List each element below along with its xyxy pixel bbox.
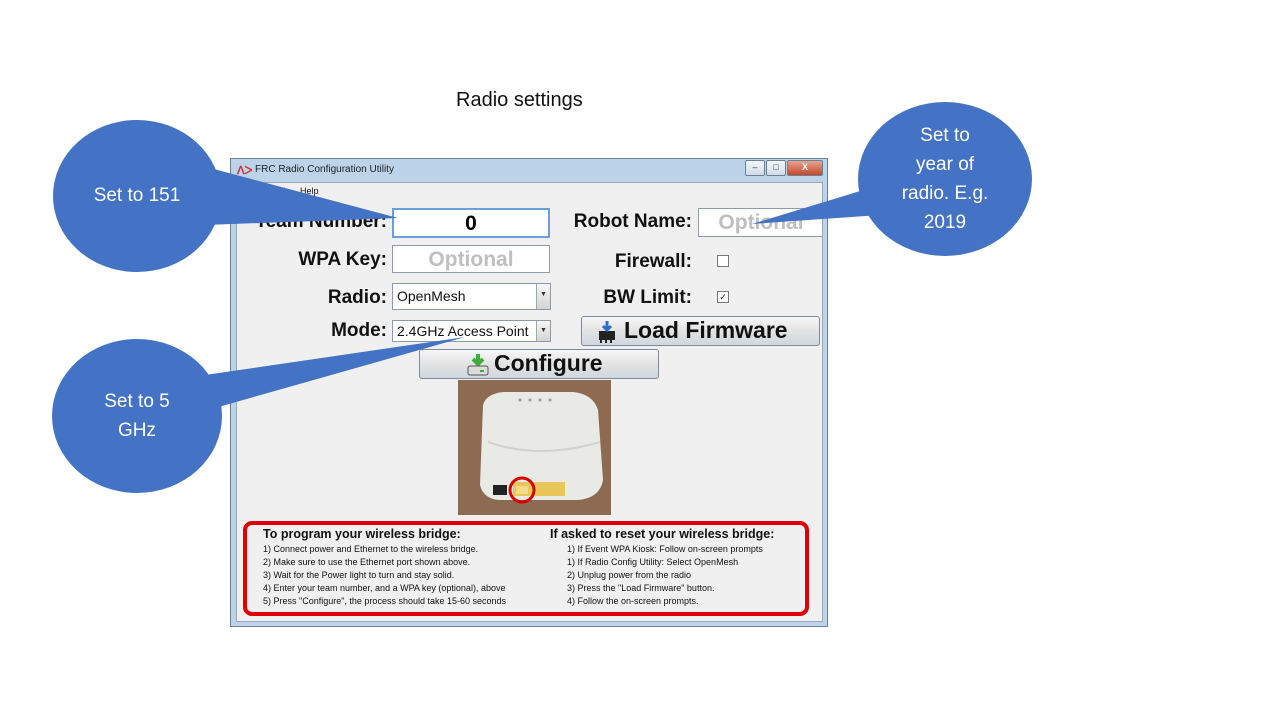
program-heading: To program your wireless bridge: [263,527,461,541]
app-window: ᐱᐳ FRC Radio Configuration Utility – □ X… [230,158,828,627]
mode-label: Mode: [331,320,387,341]
program-step: 1) Connect power and Ethernet to the wir… [263,544,479,554]
team-number-label: Team Number: [255,211,387,232]
mode-select[interactable]: 2.4GHz Access Point ▼ [392,320,551,342]
program-step: 2) Make sure to use the Ethernet port sh… [263,557,471,567]
reset-heading: If asked to reset your wireless bridge: [550,527,775,541]
frc-logo-icon: ᐱᐳ [237,165,253,177]
download-drive-icon [467,354,489,376]
bw-limit-label: BW Limit: [603,287,692,308]
load-firmware-label: Load Firmware [624,317,788,343]
robot-callout-line-1: Set to [920,125,970,146]
robot-name-label: Robot Name: [573,211,692,232]
program-step: 5) Press "Configure", the process should… [263,596,507,606]
reset-step: 2) Unplug power from the radio [567,570,692,580]
firmware-chip-icon [599,321,615,343]
robot-callout-line-2: year of [915,154,975,175]
team-number-input[interactable]: 0 [392,208,550,238]
configure-label: Configure [494,350,603,376]
reset-step: 4) Follow the on-screen prompts. [567,596,699,606]
radio-select[interactable]: OpenMesh ▼ [392,283,551,310]
mode-callout-line-1: Set to 5 [104,391,170,412]
dropdown-arrow-icon: ▼ [536,284,550,309]
firewall-checkbox[interactable] [717,255,729,267]
wpa-key-input[interactable]: Optional [392,245,550,273]
dropdown-arrow-icon: ▼ [536,321,550,341]
menu-bar: File Tools Help [237,183,822,199]
window-controls: – □ X [745,160,823,176]
menu-file[interactable]: File [245,186,260,196]
reset-step: 1) If Event WPA Kiosk: Follow on-screen … [567,544,763,554]
load-firmware-button[interactable]: Load Firmware [581,316,820,346]
configure-button[interactable]: Configure [419,349,659,379]
title-bar[interactable]: ᐱᐳ FRC Radio Configuration Utility – □ X [231,159,827,181]
program-step: 4) Enter your team number, and a WPA key… [263,583,506,593]
openmesh-radio-image [458,380,611,515]
close-button[interactable]: X [787,160,823,176]
window-title: FRC Radio Configuration Utility [255,164,394,175]
robot-callout-line-4: 2019 [923,212,967,233]
team-callout-text: Set to 151 [93,185,181,206]
radio-select-value: OpenMesh [397,288,466,304]
minimize-button[interactable]: – [745,160,765,176]
robot-callout-line-3: radio. E.g. [901,183,989,204]
menu-tools[interactable]: Tools [269,186,291,196]
program-step: 3) Wait for the Power light to turn and … [263,570,455,580]
radio-label: Radio: [327,287,387,308]
bw-limit-checkbox[interactable]: ✓ [717,291,729,303]
mode-callout-line-2: GHz [118,420,156,441]
slide-title: Radio settings [456,89,583,111]
window-client-area: File Tools Help Team Number: 0 Robot Nam… [236,182,823,622]
reset-step: 1) If Radio Config Utility: Select OpenM… [567,557,739,567]
instructions-panel: To program your wireless bridge: 1) Conn… [243,521,809,616]
radio-photo [458,380,611,515]
firewall-label: Firewall: [614,251,692,272]
reset-step: 3) Press the "Load Firmware" button. [567,583,715,593]
robot-name-input[interactable]: Optional [698,208,822,237]
menu-help[interactable]: Help [300,186,319,196]
mode-select-value: 2.4GHz Access Point [397,323,529,339]
maximize-button[interactable]: □ [766,160,786,176]
wpa-key-label: WPA Key: [298,249,387,270]
